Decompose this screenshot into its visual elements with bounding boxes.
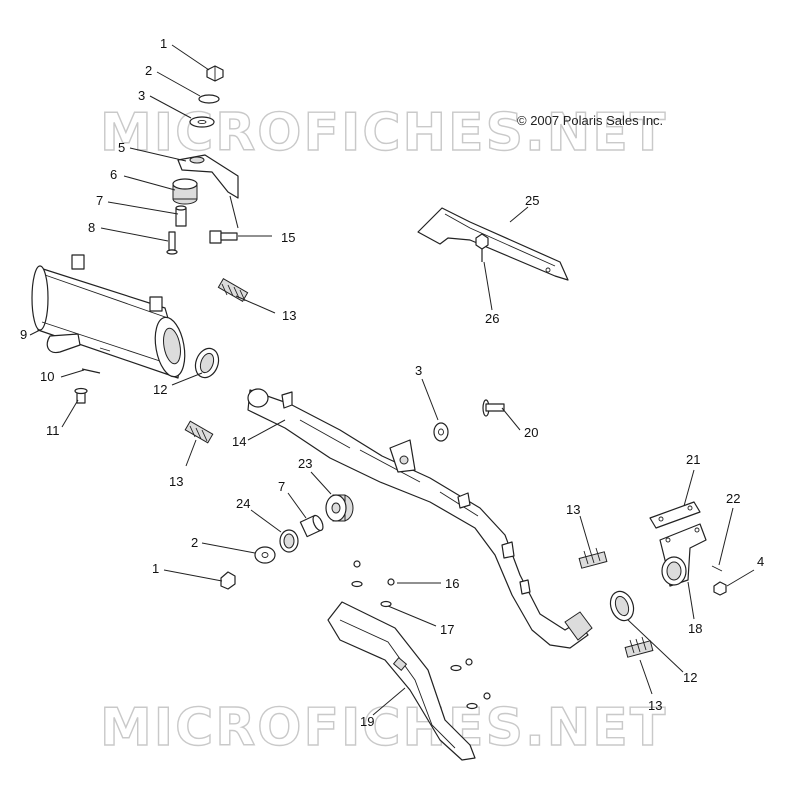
callout-3-lower: 3 [415,363,422,378]
callout-17: 17 [440,622,454,637]
nut-part-1-upper [206,65,224,82]
grommet-part-6 [172,178,198,205]
pin-part-10 [81,368,101,374]
nut-part-16-b [387,578,395,586]
callout-16: 16 [445,576,459,591]
washer-part-17-a [351,580,363,588]
callout-7-upper: 7 [96,193,103,208]
callout-11: 11 [46,423,60,438]
bolt-part-15 [209,230,238,244]
bolt-part-8 [166,231,178,255]
callout-1-upper: 1 [160,36,167,51]
watermark-top: MICROFICHES.NET [100,103,667,163]
callout-9: 9 [20,327,27,342]
callout-12-right: 12 [683,670,697,685]
callout-21: 21 [686,452,700,467]
callout-10: 10 [40,369,54,384]
leader-lines [29,44,755,716]
washer-part-2-upper [198,94,220,104]
bolt-part-26 [475,233,489,262]
callout-23: 23 [298,456,312,471]
nut-part-4 [713,581,727,596]
callout-13-c: 13 [566,502,580,517]
watermark-bottom: MICROFICHES.NET [100,698,667,758]
callout-13-d: 13 [648,698,662,713]
callout-20: 20 [524,425,538,440]
spring-part-13-b [184,420,214,444]
heat-shield-part-19 [327,601,476,761]
washer-part-17-b [380,600,392,608]
bolt-part-11 [74,387,88,404]
sleeve-part-7-lower [299,514,324,538]
gasket-part-12-left [194,347,220,379]
callout-5: 5 [118,140,125,155]
callout-1-lower: 1 [152,561,159,576]
heat-shield-part-25 [417,207,569,281]
washer-part-3-upper [189,116,215,128]
callout-26: 26 [485,311,499,326]
callout-14: 14 [232,434,246,449]
muffler-part-9 [31,254,186,379]
callout-13-a: 13 [282,308,296,323]
callout-15: 15 [281,230,295,245]
nut-part-16-c [465,658,473,666]
callout-7-lower: 7 [278,479,285,494]
pin-part-22 [711,565,723,572]
grommet-part-23 [325,494,354,522]
callout-13-b: 13 [169,474,183,489]
exhaust-pipe-part-14 [247,388,593,649]
callout-2-lower: 2 [191,535,198,550]
sleeve-part-7-upper [175,205,187,227]
manifold-part-18 [659,523,707,587]
callout-8: 8 [88,220,95,235]
washer-part-17-d [466,702,478,710]
callout-4: 4 [757,554,764,569]
callout-18: 18 [688,621,702,636]
callout-12-left: 12 [153,382,167,397]
spring-part-13-d [624,636,654,658]
washer-part-17-c [450,664,462,672]
gasket-part-12-right [609,590,635,622]
washer-part-3-lower [433,422,449,442]
callout-19: 19 [360,714,374,729]
callout-22: 22 [726,491,740,506]
nut-part-16-d [483,692,491,700]
callout-25: 25 [525,193,539,208]
callout-numbers: 1 2 3 5 6 7 8 15 9 13 10 11 12 13 14 3 2… [20,36,764,729]
nut-part-1-lower [220,571,236,590]
callout-24: 24 [236,496,250,511]
callout-6: 6 [110,167,117,182]
washer-part-2-lower [254,546,276,564]
bolt-part-20 [482,399,505,417]
nut-part-16-a [353,560,361,568]
callout-2-upper: 2 [145,63,152,78]
callout-3-upper: 3 [138,88,145,103]
copyright-text: © 2007 Polaris Sales Inc. [517,113,663,128]
gasket-part-21 [649,501,701,529]
spring-part-13-a [217,277,249,303]
gasket-part-24 [279,529,299,553]
spring-part-13-c [578,547,608,569]
bracket-part-5 [177,154,239,199]
